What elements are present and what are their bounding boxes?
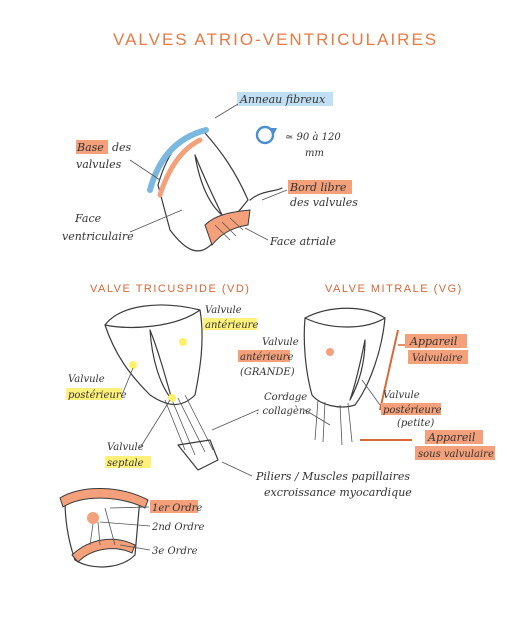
tricuspid-rim (104, 309, 201, 328)
tricuspid-outline (104, 304, 203, 405)
mit-sous-2: sous valvulaire (418, 449, 494, 460)
heading-mitrale: VALVE MITRALE (VG) (325, 283, 463, 295)
label-piliers-1: Piliers / Muscles papillaires (255, 470, 410, 483)
label-face-atriale: Face atriale (269, 235, 336, 248)
label-diameter: ≃ 90 à 120 (285, 132, 341, 143)
pointer-anneau (214, 103, 239, 119)
label-anneau: Anneau fibreux (239, 93, 326, 106)
label-valvules: valvules (76, 158, 122, 171)
order-chordae (89, 507, 116, 546)
order1-highlight (150, 500, 198, 513)
label-base-rest: des (112, 141, 132, 154)
bracket-appareil (379, 329, 399, 411)
label-bord: Bord libre (289, 181, 347, 194)
tri-sept-2: septale (107, 458, 144, 469)
rotation-arrow-icon (255, 125, 277, 145)
tri-ant-2: antérieure (205, 320, 258, 331)
pointer-bord (261, 189, 288, 201)
tri-post-1: Valvule (68, 374, 105, 385)
mit-appareil-1: Appareil (409, 335, 458, 348)
mit-post-2: postérieure (383, 405, 442, 416)
order-dot (87, 512, 99, 524)
tricuspid-valve-drawing (104, 304, 219, 471)
tri-ant-1: Valvule (205, 305, 242, 316)
valve-base-band (157, 137, 203, 198)
pointer-order-3 (119, 544, 151, 551)
order-band-top (59, 488, 149, 509)
label-base: Base (76, 141, 104, 154)
annulus-fibrous (147, 127, 209, 193)
label-order-3: 3e Ordre (152, 546, 198, 557)
tri-ant-highlight (203, 318, 257, 330)
mitral-leaflet (349, 339, 366, 401)
mit-post-1: Valvule (383, 390, 420, 401)
pointer-face-ventri (129, 209, 183, 233)
label-piliers-2: excroissance myocardique (264, 486, 412, 499)
dot-anterior (179, 338, 187, 346)
appareil-highlight-2 (408, 350, 468, 364)
pointer-cordage-right (304, 409, 331, 426)
tri-post-2: postérieure (68, 390, 127, 401)
tri-sept-1: Valvule (107, 442, 144, 453)
chordae-lines (214, 217, 244, 241)
mit-sous-1: Appareil (427, 431, 476, 444)
order-band-bottom (71, 538, 136, 563)
mitral-chordae (314, 399, 353, 446)
mitral-rim (304, 317, 386, 328)
pointer-face-atriale (244, 227, 269, 241)
orders-drawing (59, 488, 149, 568)
sous-highlight-2 (415, 446, 495, 460)
tricuspid-chordae (164, 394, 214, 456)
pointer-tri-post (121, 367, 134, 396)
label-cordage-2: : collagène (256, 406, 311, 417)
heading-tricuspide: VALVE TRICUSPIDE (VD) (90, 283, 250, 295)
tri-sept-highlight (105, 456, 151, 468)
tricuspid-leaflet (149, 329, 173, 401)
mit-ant-2: antérieure (240, 352, 293, 363)
appareil-highlight (405, 334, 467, 348)
label-bord-rest: des valvules (290, 196, 358, 209)
pointer-order-2 (99, 521, 151, 527)
leaflet (194, 154, 223, 216)
sous-highlight (425, 430, 483, 444)
label-order-1: 1er Ordre (152, 503, 202, 514)
base-highlight (76, 140, 108, 154)
mitral-outline (303, 307, 386, 408)
tri-post-highlight (66, 388, 122, 400)
mit-appareil-2: Valvulaire (412, 353, 463, 364)
label-cordage-1: Cordage (264, 392, 307, 403)
pointer-piliers (221, 461, 253, 477)
mit-ant-3: (GRANDE) (240, 367, 295, 378)
mit-post-3: (petite) (397, 418, 434, 429)
bord-highlight (288, 180, 352, 194)
pointer-base (129, 159, 161, 181)
label-face-ventri-2: ventriculaire (62, 230, 134, 243)
papillary-muscle (177, 439, 219, 471)
mit-ant-highlight (238, 350, 290, 362)
pointer-cordage-left (211, 409, 259, 431)
label-face-ventri-1: Face (74, 212, 102, 225)
valve-edge (249, 187, 283, 201)
mit-post-highlight (381, 403, 441, 415)
dot-mitral-anterior (326, 348, 334, 356)
mit-ant-1: Valvule (262, 337, 299, 348)
anneau-highlight (237, 92, 333, 106)
pointer-order-1 (109, 506, 150, 509)
dot-posterior (129, 361, 137, 369)
valve-overview (147, 127, 283, 252)
page-title: VALVES ATRIO-VENTRICULAIRES (113, 30, 438, 49)
label-diameter-unit: mm (305, 148, 324, 159)
pointer-tri-sept (139, 399, 171, 449)
pointer-mit-post (361, 379, 381, 406)
label-order-2: 2nd Ordre (151, 522, 205, 533)
mitral-valve-drawing (303, 307, 386, 446)
